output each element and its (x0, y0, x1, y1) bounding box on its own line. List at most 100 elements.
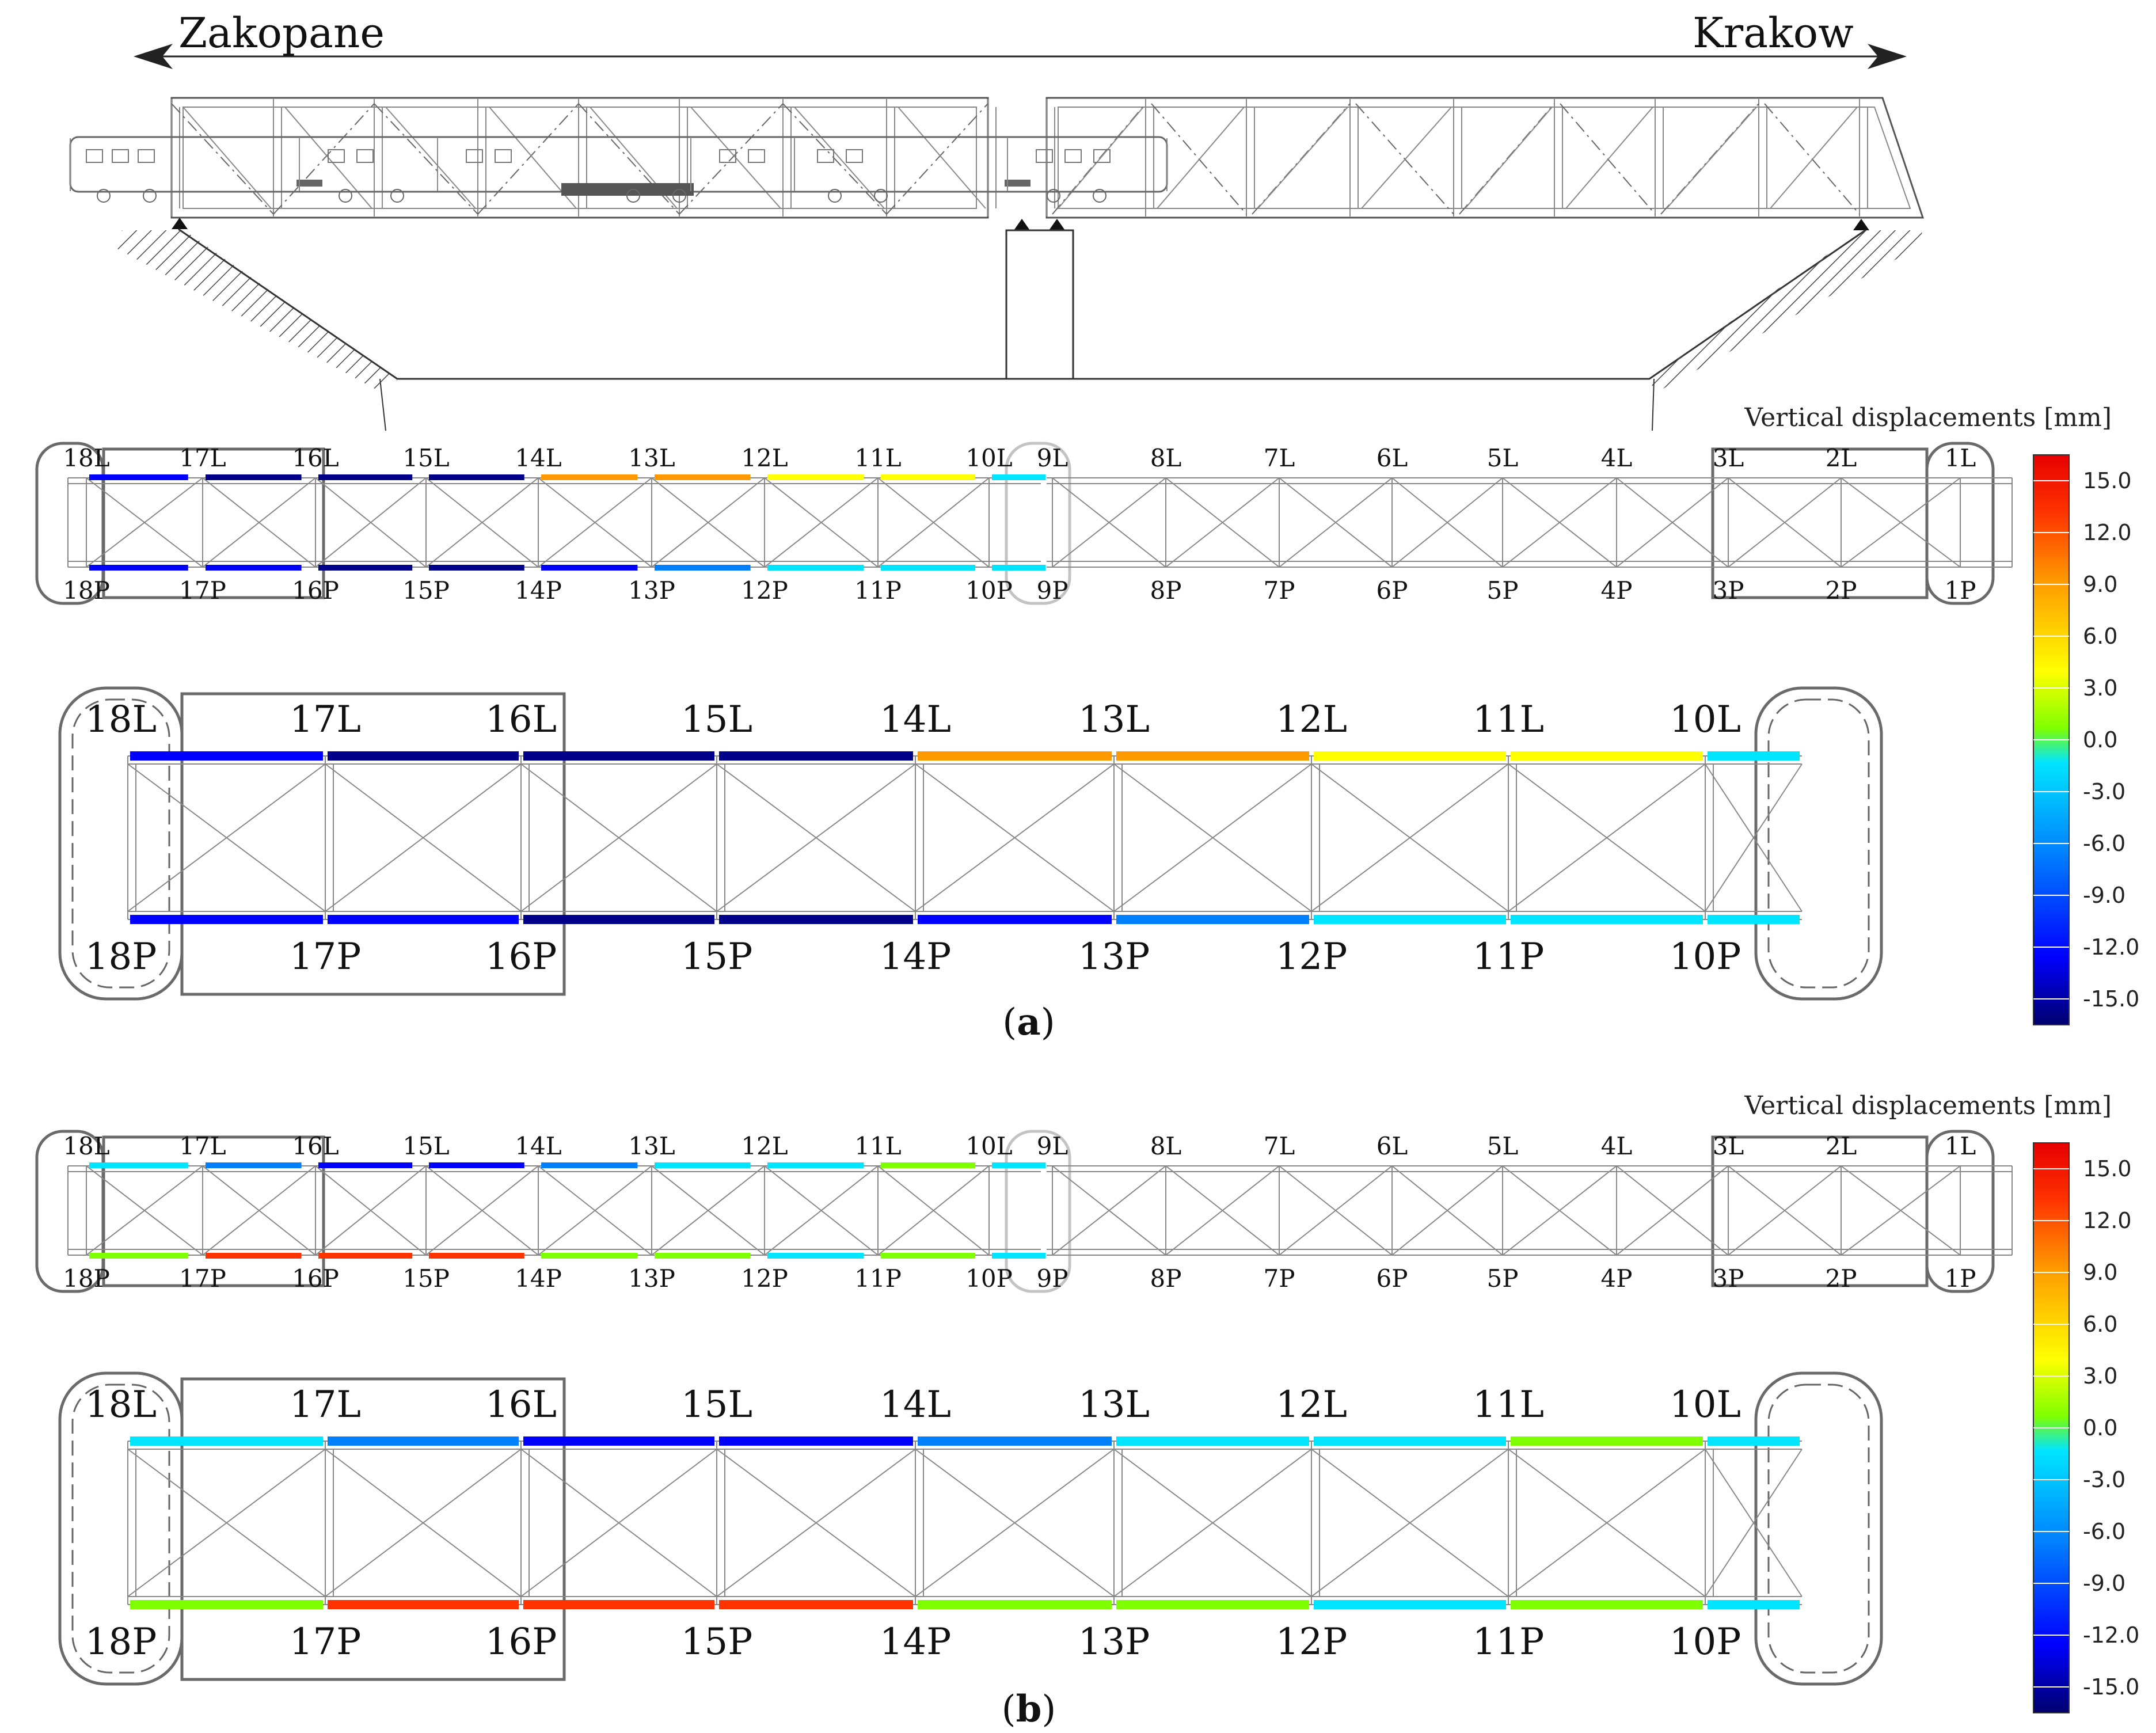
colorbar-tick-label: 6.0 (2083, 624, 2117, 649)
node-label-top: 3L (1713, 444, 1744, 472)
detail-node-label-top: 10L (1670, 698, 1741, 741)
detail-top-chord-segment (130, 751, 323, 761)
node-label-top: 16L (292, 444, 339, 472)
overview-bottom-chord-segment (541, 565, 638, 571)
detail-top-chord-segment (1314, 751, 1506, 761)
node-label-top: 13L (628, 1132, 675, 1160)
detail-node-label-bottom: 10P (1670, 1621, 1741, 1663)
node-label-top: 8L (1150, 1132, 1182, 1160)
detail-node-label-top: 16L (485, 698, 557, 741)
detail-top-chord-segment (1708, 751, 1800, 761)
bridge-elevation: Zakopane Krakow (69, 9, 1925, 431)
overview-top-chord-segment (206, 474, 302, 480)
node-label-bottom: 7P (1264, 576, 1295, 605)
overview-top-chord-segment (429, 474, 524, 480)
node-label-top: 17L (179, 444, 226, 472)
overview-bottom-chord-segment (992, 1253, 1046, 1259)
colorbar-tick-label: 6.0 (2083, 1312, 2117, 1337)
node-label-bottom: 9P (1037, 1264, 1069, 1293)
node-label-top: 18L (63, 444, 109, 472)
detail-node-label-top: 12L (1276, 698, 1347, 741)
node-label-top: 1L (1945, 444, 1976, 472)
panel-b-colorbar: Vertical displacements [mm]15.012.09.06.… (1744, 1091, 2139, 1713)
colorbar-tick-label: -3.0 (2083, 779, 2125, 804)
overview-top-chord-segment (318, 474, 413, 480)
ground-profile (115, 228, 1923, 431)
detail-node-label-bottom: 15P (681, 1621, 753, 1663)
detail-bottom-chord-segment (918, 1600, 1112, 1609)
overview-bottom-chord-segment (767, 1253, 864, 1259)
detail-node-label-top: 18L (85, 698, 157, 741)
colorbar-title: Vertical displacements [mm] (1744, 1091, 2112, 1120)
node-label-bottom: 3P (1713, 576, 1744, 605)
overview-top-chord-segment (881, 474, 976, 480)
train (69, 136, 1168, 203)
colorbar-tick-label: 0.0 (2083, 727, 2117, 753)
node-label-top: 4L (1601, 1132, 1633, 1160)
colorbar-tick-label: 12.0 (2083, 1208, 2132, 1233)
detail-node-label-bottom: 11P (1473, 1621, 1545, 1663)
colorbar-tick-label: 9.0 (2083, 1260, 2117, 1285)
detail-bottom-chord-segment (719, 1600, 913, 1609)
detail-top-chord-segment (1708, 1436, 1800, 1446)
node-label-bottom: 15P (402, 576, 450, 605)
colorbar-tick-label: -12.0 (2083, 1622, 2139, 1648)
node-label-top: 11L (854, 1132, 901, 1160)
overview-bottom-chord-segment (992, 565, 1046, 571)
detail-bottom-chord-segment (523, 1600, 714, 1609)
direction-arrow (134, 44, 1907, 69)
node-label-top: 7L (1264, 1132, 1295, 1160)
overview-bottom-chord-segment (881, 1253, 976, 1259)
node-label-bottom: 4P (1601, 576, 1633, 605)
colorbar-tick-label: -12.0 (2083, 934, 2139, 960)
node-label-bottom: 15P (402, 1264, 450, 1293)
detail-node-label-bottom: 18P (85, 936, 157, 978)
node-label-top: 10L (965, 1132, 1012, 1160)
detail-top-chord-segment (1314, 1436, 1506, 1446)
colorbar-tick-label: 3.0 (2083, 675, 2117, 701)
node-label-top: 6L (1377, 1132, 1408, 1160)
overview-top-chord-segment (767, 1162, 864, 1168)
detail-top-chord-segment (130, 1436, 323, 1446)
overview-top-chord-segment (881, 1162, 976, 1168)
node-label-top: 4L (1601, 444, 1633, 472)
detail-node-label-bottom: 16P (485, 1621, 557, 1663)
detail-top-chord-segment (719, 1436, 913, 1446)
colorbar-tick-label: 9.0 (2083, 572, 2117, 597)
colorbar-tick-label: -15.0 (2083, 986, 2139, 1012)
overview-top-chord-segment (655, 1162, 751, 1168)
krakow-label: Krakow (1693, 9, 1854, 57)
detail-node-label-bottom: 11P (1473, 936, 1545, 978)
node-label-top: 2L (1826, 444, 1857, 472)
node-label-top: 16L (292, 1132, 339, 1160)
detail-bottom-chord-segment (523, 915, 714, 924)
detail-node-label-top: 13L (1078, 1384, 1150, 1426)
detail-top-chord-segment (1116, 751, 1309, 761)
detail-top-chord-segment (719, 751, 913, 761)
overview-top-chord-segment (318, 1162, 413, 1168)
panel-b-caption: (b) (1002, 1688, 1056, 1731)
detail-node-label-top: 11L (1473, 1384, 1544, 1426)
overview-bottom-chord-segment (318, 1253, 413, 1259)
panel-a-caption: (a) (1002, 1001, 1055, 1044)
node-label-top: 8L (1150, 444, 1182, 472)
detail-node-label-bottom: 12P (1276, 1621, 1348, 1663)
node-label-bottom: 2P (1826, 576, 1857, 605)
detail-bottom-chord-segment (918, 915, 1112, 924)
node-label-bottom: 14P (515, 1264, 562, 1293)
node-label-bottom: 10P (965, 576, 1013, 605)
node-label-bottom: 3P (1713, 1264, 1744, 1293)
detail-node-label-bottom: 14P (880, 1621, 952, 1663)
panel-a-detail: 18L18P17L17P16L16P15L15P14L14P13L13P12L1… (58, 686, 1883, 1001)
detail-bottom-chord-segment (1116, 1600, 1309, 1609)
detail-bottom-chord-segment (1314, 1600, 1506, 1609)
node-label-bottom: 17P (179, 1264, 226, 1293)
detail-node-label-top: 17L (290, 698, 361, 741)
detail-node-label-top: 13L (1078, 698, 1150, 741)
node-label-bottom: 4P (1601, 1264, 1633, 1293)
detail-node-label-top: 15L (681, 1384, 752, 1426)
colorbar-tick-label: 15.0 (2083, 468, 2132, 493)
node-label-top: 1L (1945, 1132, 1976, 1160)
detail-bottom-chord-segment (328, 915, 519, 924)
detail-node-label-top: 18L (85, 1384, 157, 1426)
